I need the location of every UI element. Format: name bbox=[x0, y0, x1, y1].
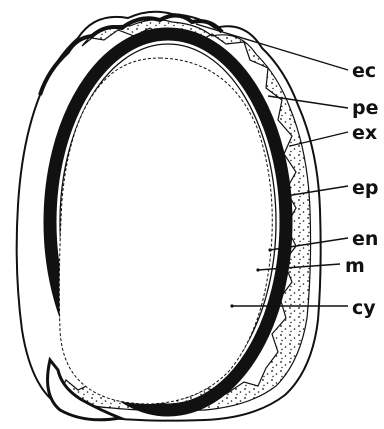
label-pe: pe bbox=[352, 97, 379, 119]
label-m: m bbox=[345, 255, 365, 277]
cytoplasm-boundary bbox=[59, 58, 272, 404]
dot-en bbox=[268, 248, 271, 251]
label-cy: cy bbox=[352, 297, 376, 319]
label-ec: ec bbox=[352, 60, 376, 82]
label-ex: ex bbox=[352, 122, 377, 144]
label-ep: ep bbox=[352, 177, 379, 199]
label-en: en bbox=[352, 228, 378, 250]
dot-m bbox=[256, 268, 259, 271]
dot-cy bbox=[230, 304, 233, 307]
